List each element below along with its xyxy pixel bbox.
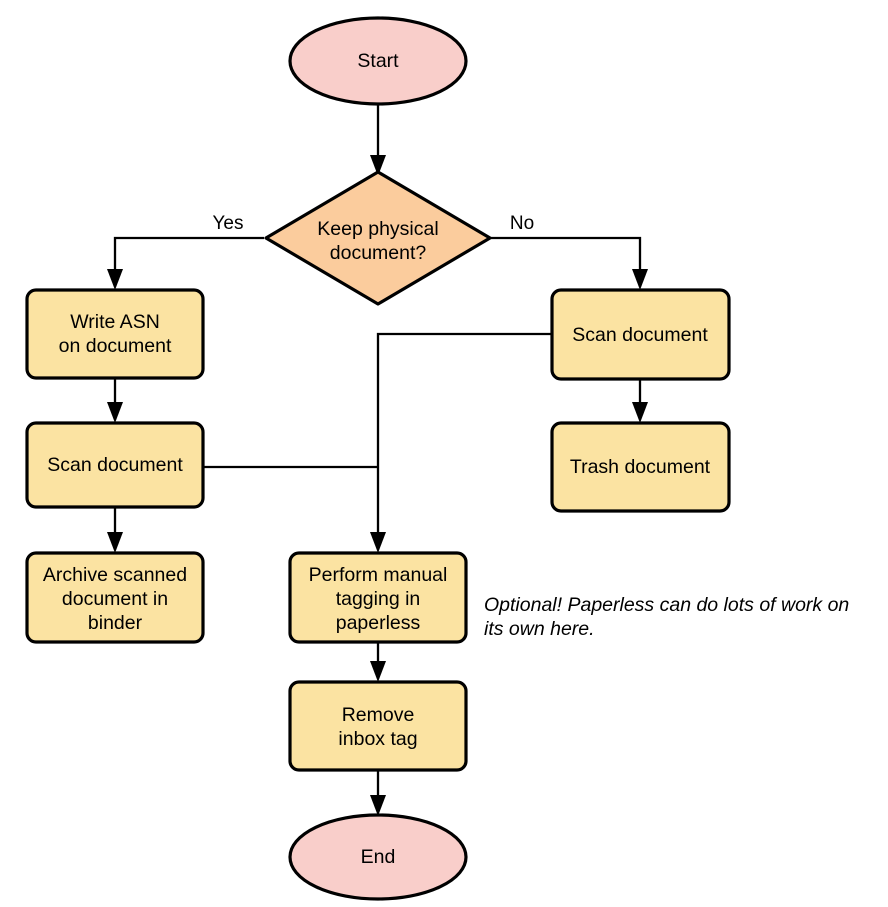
end-label: End <box>361 846 396 868</box>
tagging-label-line1: Perform manual <box>309 564 448 586</box>
edge-label-no: No <box>510 213 534 234</box>
trash-document-box[interactable] <box>550 421 731 513</box>
arrowhead-icon <box>632 402 648 423</box>
archive-label-line3: binder <box>88 612 143 634</box>
annotation-line1: Optional! Paperless can do lots of work … <box>484 594 849 616</box>
remove-inbox-label-line1: Remove <box>342 704 415 726</box>
write-asn-label-line2: on document <box>59 335 172 357</box>
node-write-asn-on-document[interactable]: Write ASN on document <box>25 288 205 380</box>
node-scan-document-left[interactable]: Scan document <box>25 421 205 509</box>
edge-decision-no-to-scan-right <box>491 236 648 290</box>
decision-label-line1: Keep physical <box>317 218 438 240</box>
node-end[interactable]: End <box>288 813 468 901</box>
edge-start-to-decision <box>370 104 386 176</box>
node-remove-inbox-tag[interactable]: Remove inbox tag <box>288 680 468 772</box>
write-asn-box[interactable] <box>25 288 205 380</box>
archive-box[interactable] <box>25 551 205 644</box>
arrowhead-icon <box>370 532 386 553</box>
node-perform-manual-tagging[interactable]: Perform manual tagging in paperless <box>288 551 468 644</box>
edge-line <box>113 236 264 277</box>
arrowhead-icon <box>632 269 648 290</box>
arrowhead-icon <box>107 402 123 423</box>
archive-label-line1: Archive scanned <box>43 564 187 586</box>
edge-tagging-to-remove-inbox <box>370 642 386 682</box>
start-label: Start <box>357 50 399 72</box>
arrowhead-icon <box>370 155 386 176</box>
edge-line <box>491 236 642 277</box>
decision-label-line2: document? <box>330 242 427 264</box>
edge-remove-inbox-to-end <box>370 770 386 816</box>
decision-diamond[interactable] <box>264 170 492 306</box>
edge-label-yes: Yes <box>213 213 244 234</box>
edge-write-asn-to-scan-left <box>107 378 123 423</box>
start-ellipse[interactable] <box>288 16 468 106</box>
scan-document-left-label: Scan document <box>47 454 183 476</box>
arrowhead-icon <box>107 532 123 553</box>
node-decision-keep-physical-document[interactable]: Keep physical document? <box>264 170 492 306</box>
edge-scan-left-to-archive <box>107 506 123 553</box>
arrowhead-icon <box>107 269 123 290</box>
remove-inbox-tag-box[interactable] <box>288 680 468 772</box>
annotation-optional-note: Optional! Paperless can do lots of work … <box>484 594 849 640</box>
annotation-line2: its own here. <box>484 618 595 640</box>
archive-label-line2: document in <box>62 588 168 610</box>
remove-inbox-label-line2: inbox tag <box>338 728 417 750</box>
node-start[interactable]: Start <box>288 16 468 106</box>
node-scan-document-right[interactable]: Scan document <box>550 288 731 381</box>
write-asn-label-line1: Write ASN <box>70 311 160 333</box>
arrowhead-icon <box>370 661 386 682</box>
end-ellipse[interactable] <box>288 813 468 901</box>
tagging-label-line3: paperless <box>336 612 421 634</box>
arrowhead-icon <box>370 795 386 816</box>
tagging-box[interactable] <box>288 551 468 644</box>
edge-scan-right-to-tagging <box>370 332 552 553</box>
node-archive-scanned-document[interactable]: Archive scanned document in binder <box>25 551 205 644</box>
edge-scan-right-to-trash <box>632 379 648 423</box>
tagging-label-line2: tagging in <box>336 588 421 610</box>
edge-decision-yes-to-write-asn <box>107 236 264 290</box>
scan-document-right-box[interactable] <box>550 288 731 381</box>
scan-document-left-box[interactable] <box>25 421 205 509</box>
node-trash-document[interactable]: Trash document <box>550 421 731 513</box>
trash-document-label: Trash document <box>570 456 711 478</box>
edge-line <box>376 332 552 540</box>
scan-document-right-label: Scan document <box>572 324 708 346</box>
